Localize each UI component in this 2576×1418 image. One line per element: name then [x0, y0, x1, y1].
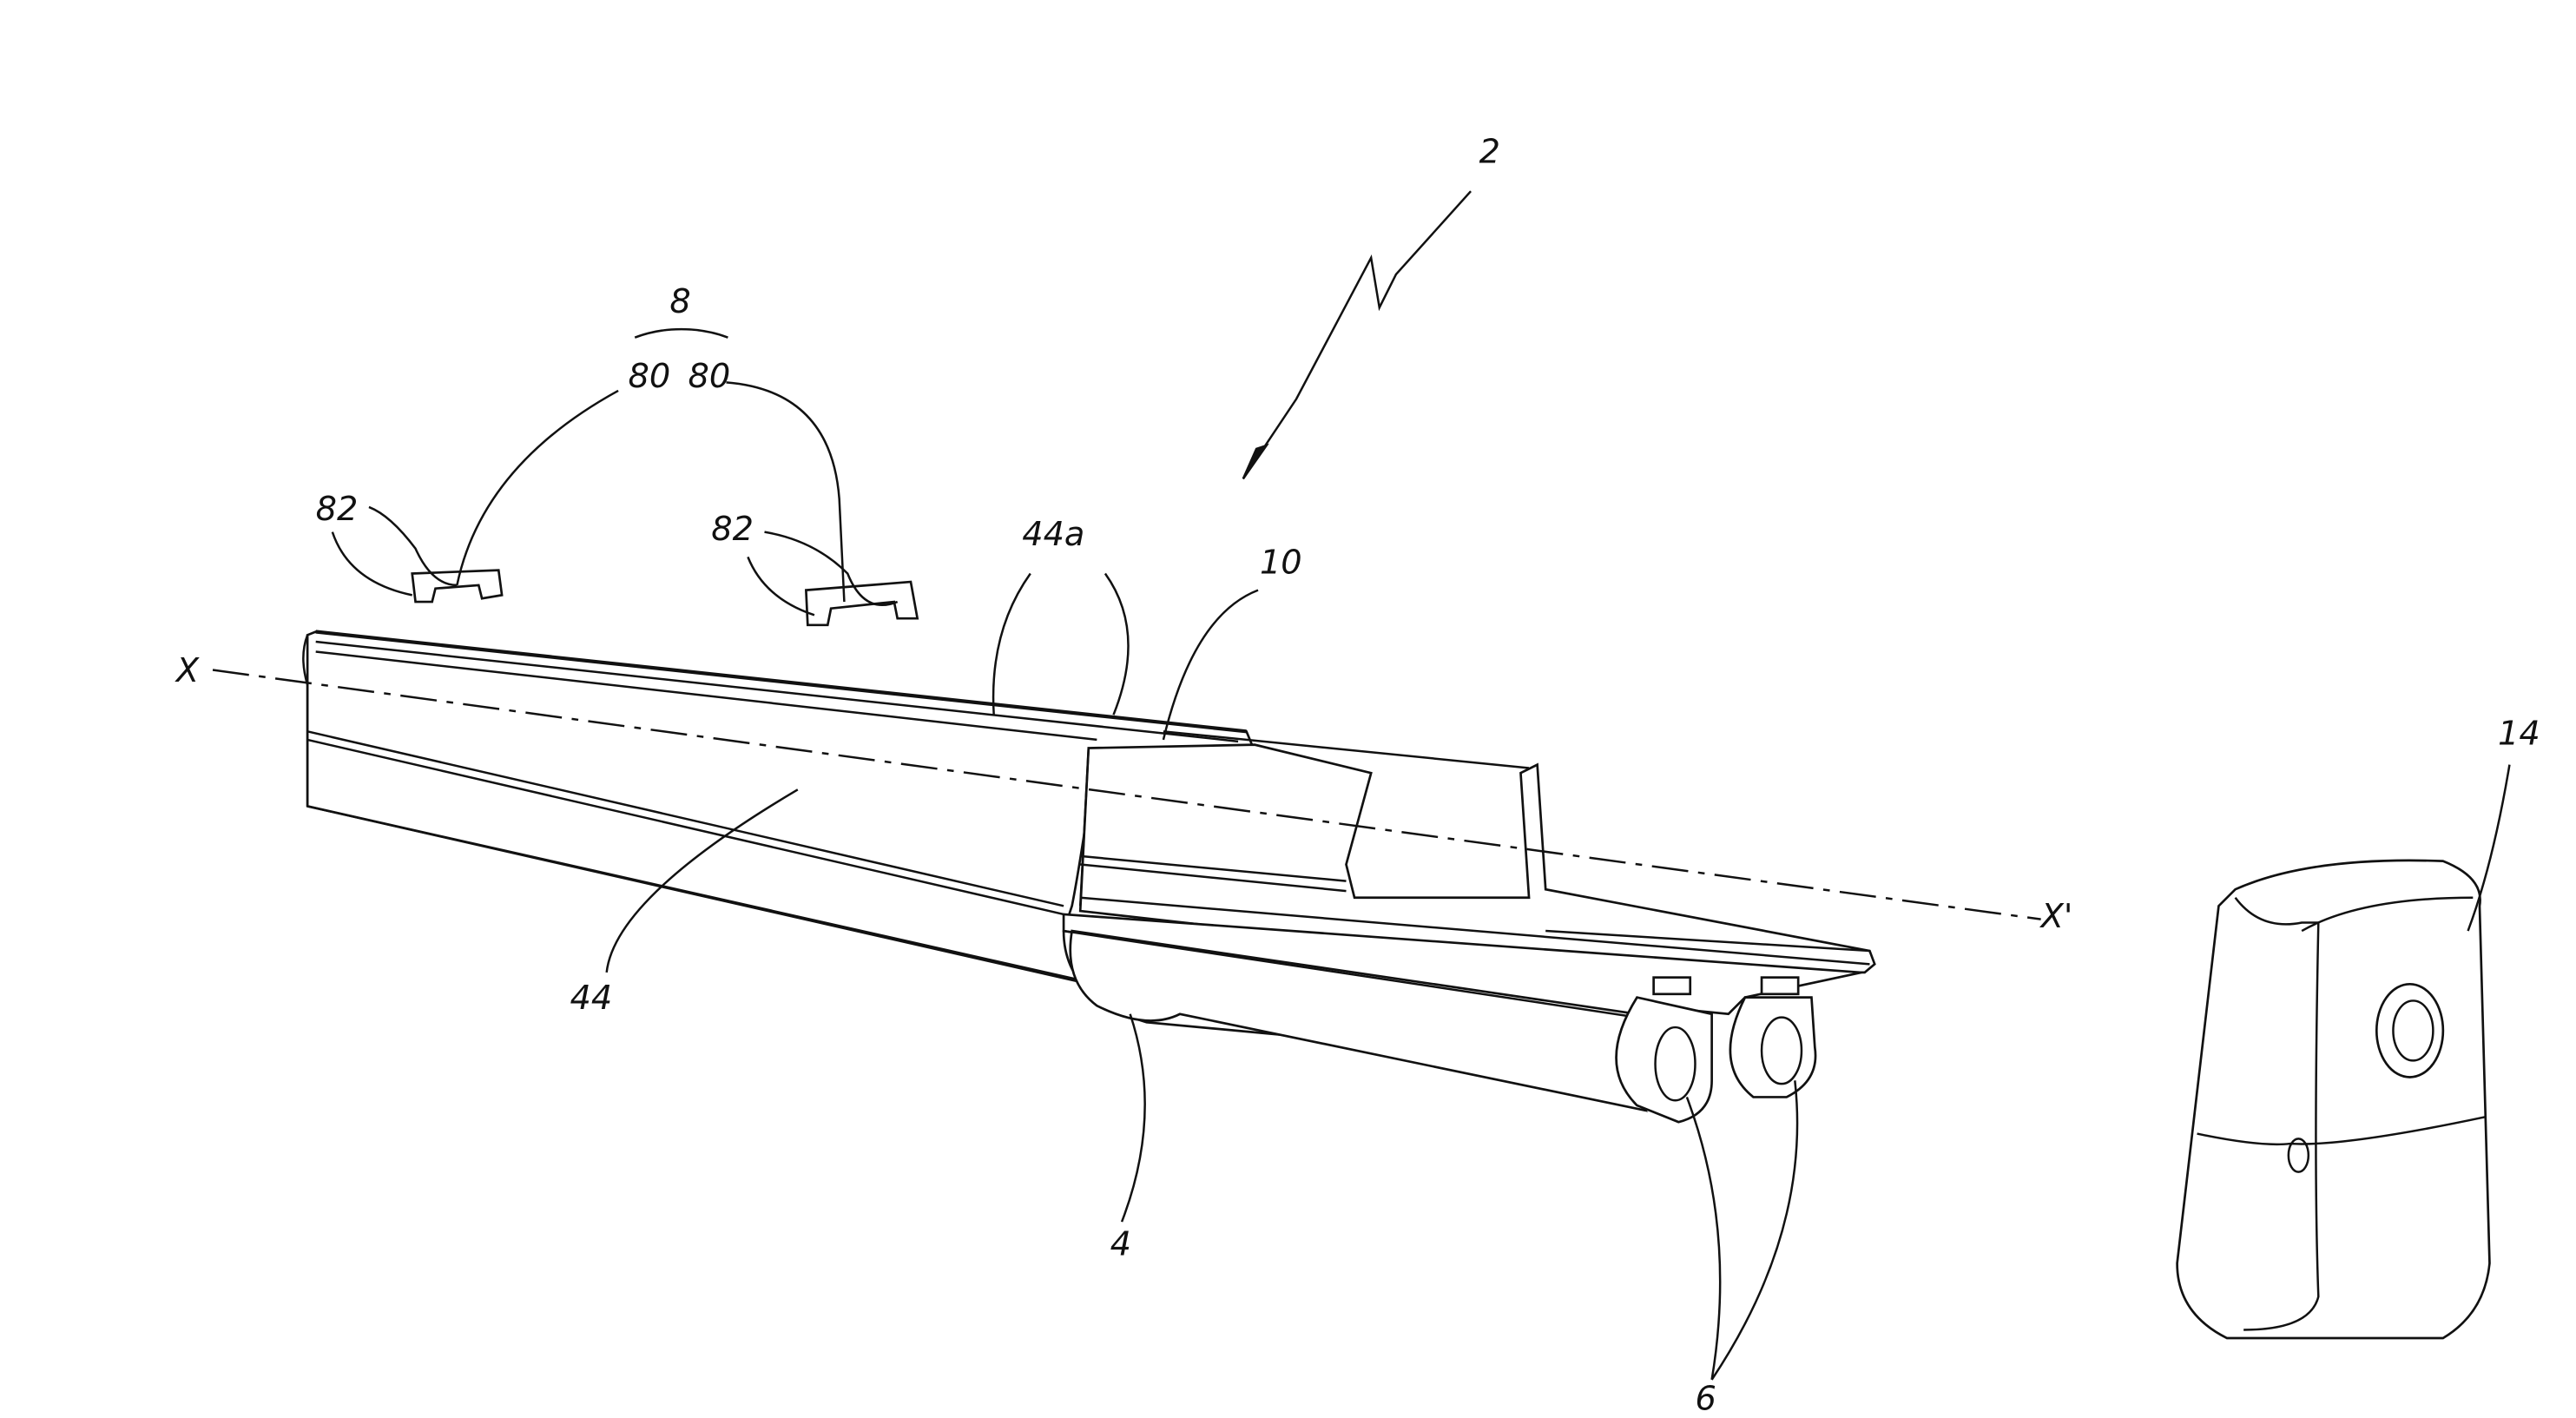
support-element: [1078, 730, 1876, 974]
end-cap: [2176, 859, 2491, 1340]
label-channel: 44: [570, 979, 613, 1018]
label-groove: 44a: [1022, 515, 1084, 554]
axis-line: [212, 669, 2041, 920]
label-assembly: 2: [1479, 133, 1500, 172]
label-end-cap: 14: [2498, 715, 2540, 754]
tube-profile: [1062, 913, 1862, 1124]
clip-right: [804, 580, 919, 627]
leader-lines: [331, 190, 2511, 1381]
label-tubes: 6: [1695, 1379, 1716, 1418]
label-clip-set: 8: [669, 282, 690, 321]
label-clip-b: 80: [688, 357, 730, 396]
tube-end-right: [1729, 996, 1817, 1098]
label-tab-a: 82: [316, 490, 359, 529]
label-axis-end: X': [2039, 897, 2073, 936]
label-tab-b: 82: [711, 510, 754, 549]
label-axis-start: X: [175, 651, 200, 690]
label-clip-a: 80: [629, 357, 671, 396]
label-support: 10: [1260, 543, 1302, 582]
label-profile: 4: [1110, 1224, 1131, 1263]
